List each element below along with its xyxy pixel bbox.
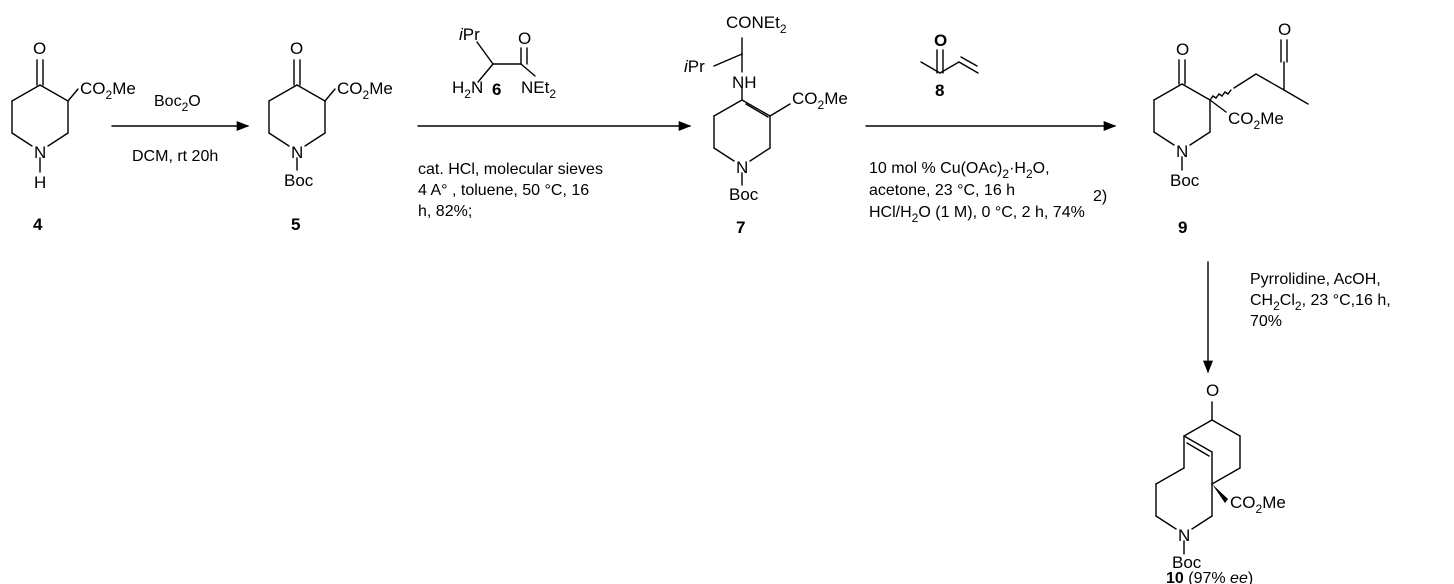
compound-7-amide: CONEt2 <box>726 13 787 36</box>
compound-10: O CO2Me N Boc 10 (97% ee) <box>1155 381 1286 584</box>
step-2-conditions-line-2: 4 A° , toluene, 50 °C, 16 <box>418 182 589 199</box>
compound-10-label: 10 (97% ee) <box>1166 570 1253 584</box>
compound-7-number: 7 <box>736 218 745 237</box>
compound-9: O O CO2Me N Boc 9 <box>1153 20 1309 237</box>
compound-7-isopropyl: iPr <box>684 57 705 76</box>
step-2: iPr O H2N 6 NEt2 cat. HCl, molecular sie… <box>417 25 692 220</box>
compound-8-number: 8 <box>935 81 944 100</box>
compound-10-nitrogen: N <box>1178 526 1190 545</box>
compound-8: O 8 <box>920 31 979 100</box>
compound-4-oxo: O <box>33 39 46 58</box>
compound-4-nh: H <box>34 173 46 192</box>
step-2-conditions-line-3: h, 82%; <box>418 203 472 220</box>
compound-9-ring-oxo: O <box>1176 40 1189 59</box>
compound-4-bonds <box>11 59 79 173</box>
step-4: Pyrrolidine, AcOH, CH2Cl2, 23 °C,16 h, 7… <box>1202 261 1391 374</box>
compound-10-boc: Boc <box>1172 553 1202 572</box>
compound-10-wedge-bond <box>1212 484 1228 503</box>
step-3-conditions-line-3: HCl/H2O (1 M), 0 °C, 2 h, 74% <box>869 204 1085 225</box>
step-4-conditions-line-3: 70% <box>1250 313 1282 330</box>
compound-4-ester: CO2Me <box>80 79 136 102</box>
compound-10-ester: CO2Me <box>1230 493 1286 516</box>
compound-10-oxo: O <box>1206 381 1219 400</box>
compound-5-ester: CO2Me <box>337 79 393 102</box>
step-3: O 8 10 mol % Cu(OAc)2·H2O, acetone, 23 °… <box>865 31 1117 225</box>
compound-7-ester: CO2Me <box>792 89 848 112</box>
step-1-conditions: DCM, rt 20h <box>132 148 218 165</box>
compound-9-number: 9 <box>1178 218 1187 237</box>
compound-7-nh: NH <box>732 73 757 92</box>
compound-7-nitrogen: N <box>736 158 748 177</box>
compound-7: CONEt2 iPr NH CO2Me N Boc 7 <box>684 13 848 237</box>
step-3-step-marker: 2) <box>1093 188 1107 205</box>
compound-9-nitrogen: N <box>1176 142 1188 161</box>
compound-7-boc: Boc <box>729 185 759 204</box>
compound-4: O CO2Me N H 4 <box>11 39 136 234</box>
compound-9-ester: CO2Me <box>1228 109 1284 132</box>
compound-6-isopropyl: iPr <box>459 25 480 44</box>
step-3-conditions-line-2: acetone, 23 °C, 16 h <box>869 182 1015 199</box>
step-3-conditions-line-1: 10 mol % Cu(OAc)2·H2O, <box>869 160 1050 181</box>
compound-6-carbonyl-o: O <box>518 29 531 48</box>
step-4-conditions-line-1: Pyrrolidine, AcOH, <box>1250 271 1381 288</box>
step-4-conditions-line-2: CH2Cl2, 23 °C,16 h, <box>1250 292 1391 313</box>
compound-5-boc: Boc <box>284 171 314 190</box>
compound-5: O CO2Me N Boc 5 <box>268 39 393 234</box>
compound-4-nitrogen: N <box>34 143 46 162</box>
step-2-conditions-line-1: cat. HCl, molecular sieves <box>418 161 603 178</box>
step-1-reagent: Boc2O <box>154 93 201 114</box>
compound-5-oxo: O <box>290 39 303 58</box>
compound-10-bonds <box>1155 401 1241 555</box>
compound-8-oxo: O <box>934 31 947 50</box>
compound-6-amine: H2N <box>452 78 483 101</box>
compound-9-boc: Boc <box>1170 171 1200 190</box>
compound-5-bonds <box>268 59 336 171</box>
compound-5-number: 5 <box>291 215 300 234</box>
compound-7-bonds <box>713 37 791 186</box>
compound-9-side-oxo: O <box>1278 20 1291 39</box>
compound-6: iPr O H2N 6 NEt2 <box>452 25 556 101</box>
compound-6-number: 6 <box>492 80 501 99</box>
step-1: Boc2O DCM, rt 20h <box>111 93 250 165</box>
compound-6-amide: NEt2 <box>521 78 556 101</box>
compound-9-bonds <box>1153 39 1309 171</box>
compound-5-nitrogen: N <box>291 143 303 162</box>
compound-4-number: 4 <box>33 215 43 234</box>
